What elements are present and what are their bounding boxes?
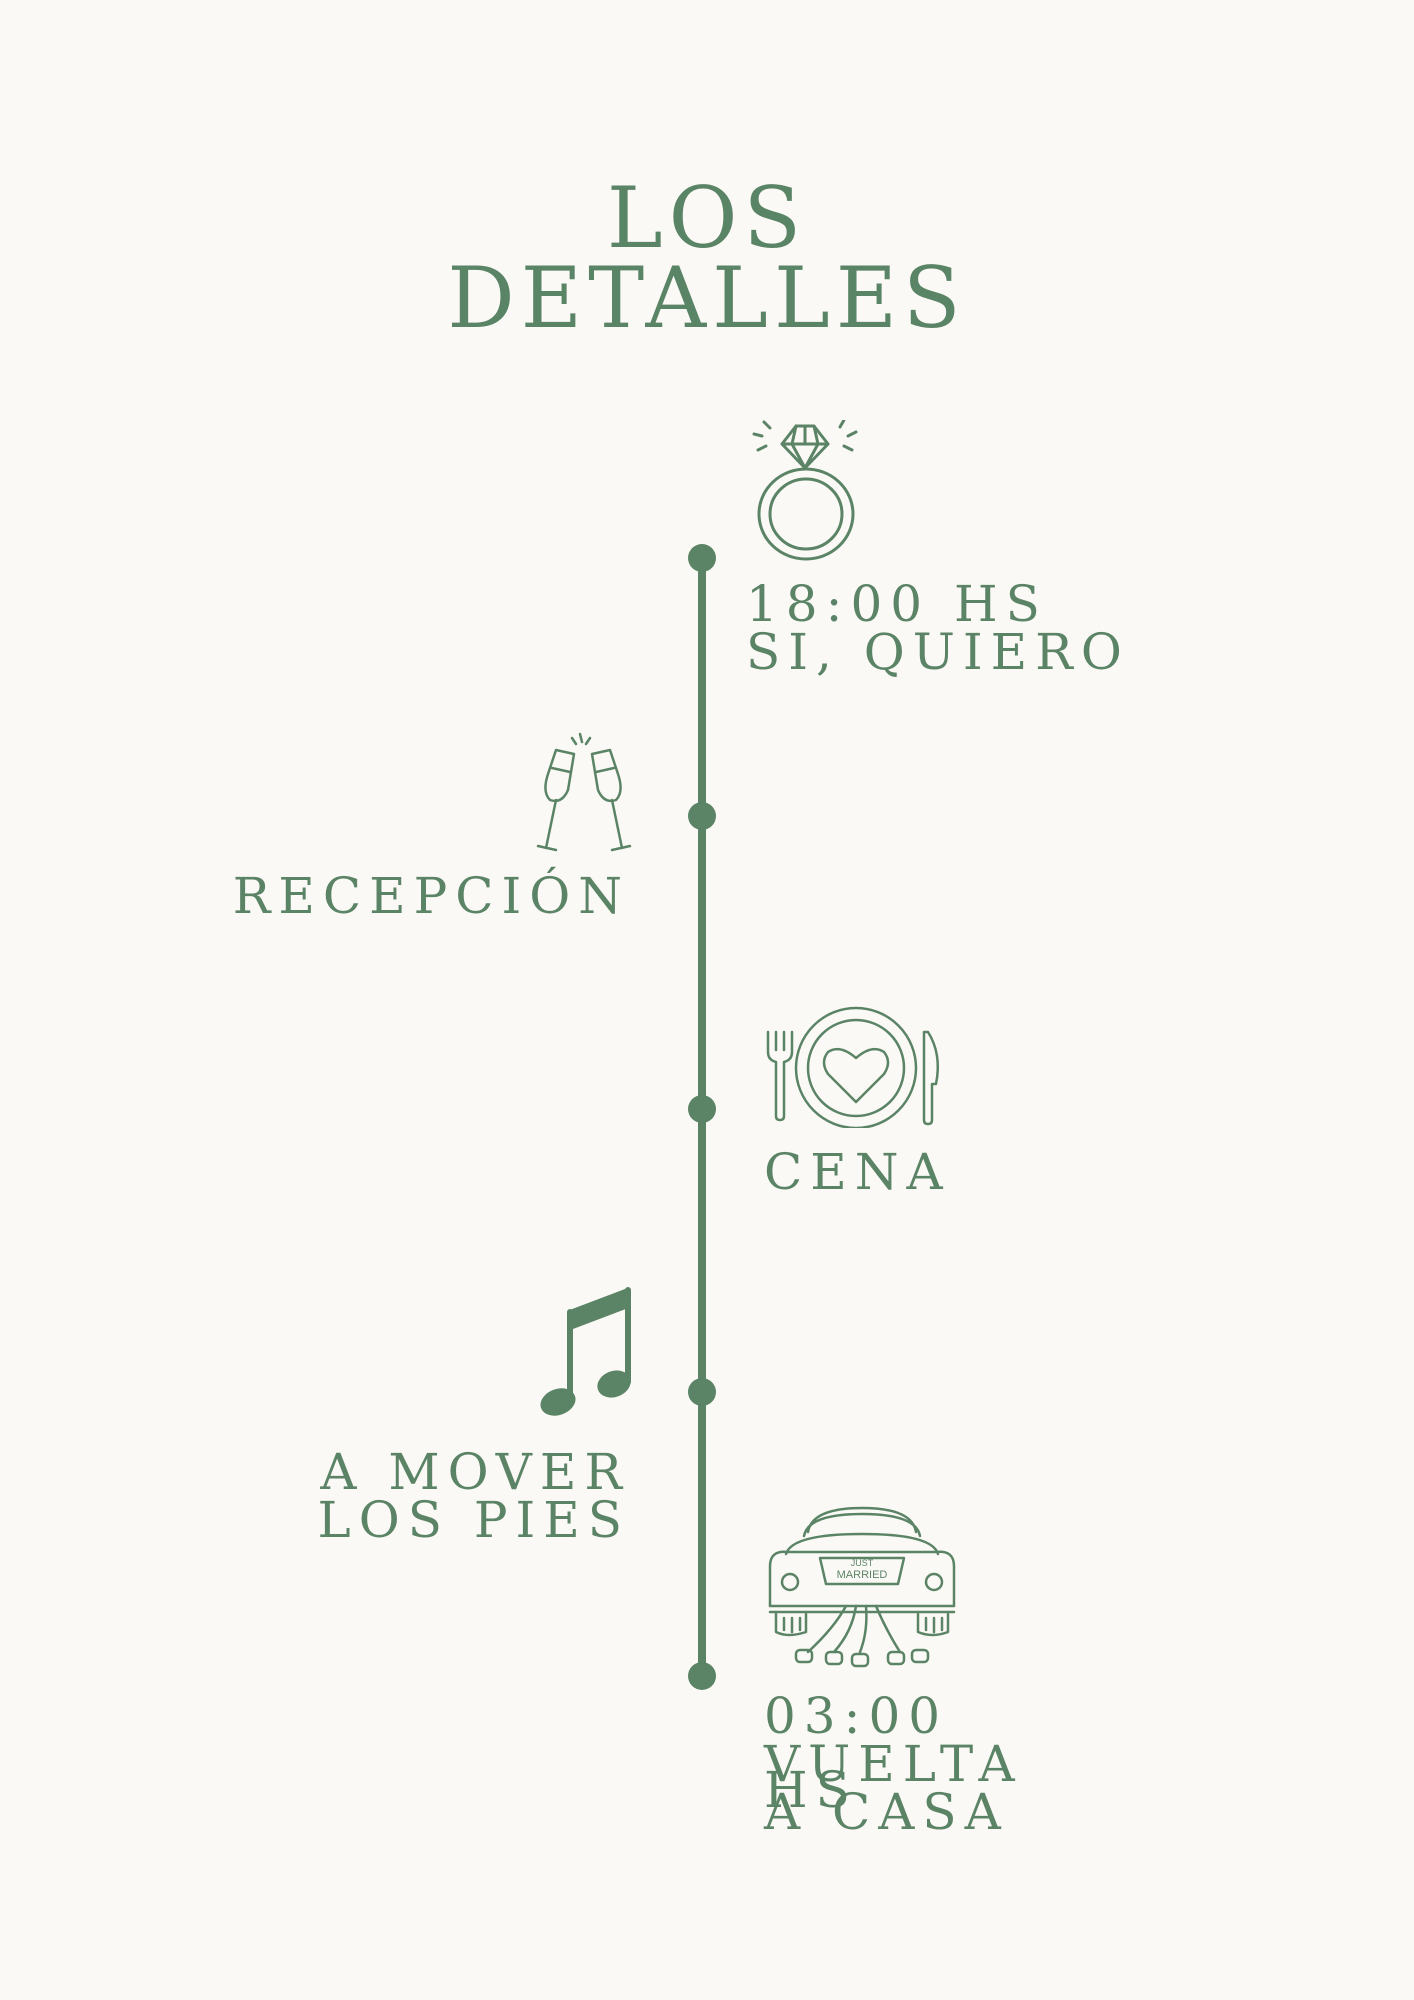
- event-5-time-line-1: 03:00: [764, 1687, 949, 1745]
- timeline-dot-4: [688, 1378, 716, 1406]
- timeline-dot-5: [688, 1662, 716, 1690]
- title-line-1: LOS: [606, 169, 808, 267]
- page-title: LOS DETALLES: [0, 169, 1414, 347]
- event-4-label-line-2: LOS PIES: [317, 1491, 630, 1549]
- event-4-label-line-1: A MOVER: [320, 1443, 630, 1501]
- event-4-text: A MOVER LOS PIES: [317, 1443, 631, 1549]
- champagne-toast-icon: [536, 730, 632, 858]
- event-1-text: 18:00 HS SI, QUIERO: [746, 575, 1130, 681]
- car-banner-word-1: JUST: [851, 1558, 874, 1568]
- event-5-time-line-2-overlap: HS: [764, 1761, 858, 1819]
- event-5-time-line-2: HS: [764, 1761, 858, 1819]
- event-3-text: CENA: [764, 1143, 951, 1201]
- timeline-dot-1: [688, 544, 716, 572]
- music-note-icon: [540, 1286, 632, 1420]
- event-5-text: 03:00 VUELTA A CASA: [764, 1687, 1023, 1841]
- event-2-label: RECEPCIÓN: [232, 867, 630, 925]
- plate-cutlery-icon: [764, 1002, 950, 1128]
- timeline-dot-3: [688, 1095, 716, 1123]
- event-5-label-line-1: VUELTA: [764, 1735, 1023, 1793]
- event-3-label: CENA: [764, 1143, 951, 1201]
- event-1-label: SI, QUIERO: [746, 623, 1130, 681]
- just-married-car-icon: JUST MARRIED: [764, 1502, 960, 1674]
- title-line-2: DETALLES: [447, 249, 967, 347]
- event-5-label-line-2: A CASA: [764, 1783, 1009, 1841]
- event-1-time: 18:00 HS: [746, 575, 1048, 633]
- car-banner-word-2: MARRIED: [837, 1569, 888, 1581]
- event-2-text: RECEPCIÓN: [232, 867, 630, 925]
- timeline-dot-2: [688, 802, 716, 830]
- ring-icon: [748, 420, 862, 566]
